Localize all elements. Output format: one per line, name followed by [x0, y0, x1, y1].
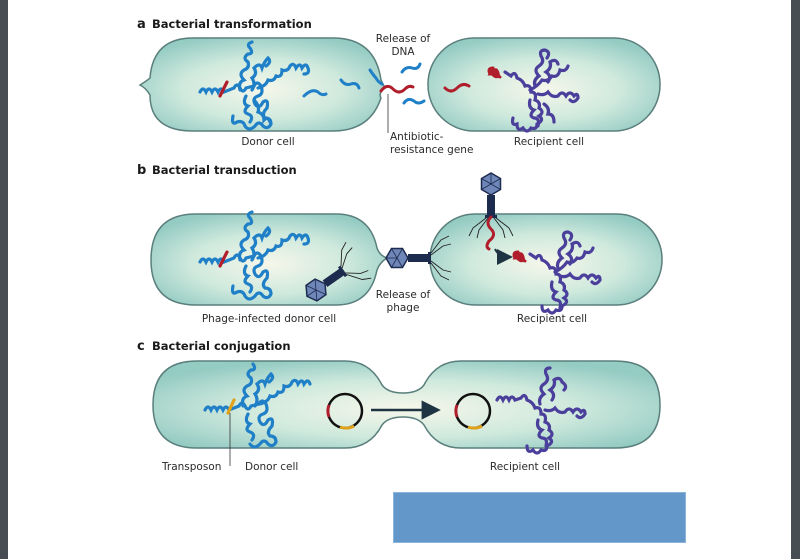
- donor-cell-label-c: Donor cell: [245, 461, 298, 473]
- recipient-cell-label-c: Recipient cell: [490, 461, 560, 473]
- donor-chromosome-b: [198, 210, 311, 301]
- antibiotic-label-line2: resistance gene: [390, 144, 473, 156]
- transposon-c: [226, 398, 236, 415]
- antibiotic-label-line1: Antibiotic-: [390, 131, 444, 143]
- integrated-gene-b: [512, 250, 527, 263]
- recipient-chromosome-a: [503, 48, 580, 133]
- panel-c: c Bacterial conjugation: [137, 339, 661, 473]
- release-dna-label-line2: DNA: [391, 46, 415, 58]
- recipient-plasmid: [454, 392, 492, 430]
- recipient-cell-label-a: Recipient cell: [514, 136, 584, 148]
- donor-plasmid: [326, 392, 364, 430]
- recipient-chromosome-b: [528, 230, 602, 315]
- released-resistance-gene-a: [379, 84, 415, 94]
- release-phage-label-line2: phage: [387, 302, 420, 314]
- integration-arrow-b: [494, 248, 513, 265]
- panel-a: a Bacterial transformation: [137, 17, 661, 156]
- recipient-cell-b: [429, 213, 663, 306]
- resistance-gene-donor-b: [218, 250, 229, 268]
- panel-a-title: Bacterial transformation: [152, 17, 312, 31]
- window-left-border: [0, 0, 8, 559]
- release-phage-label-line1: Release of: [376, 289, 431, 301]
- donor-chromosome-a: [198, 40, 311, 131]
- panel-c-title: Bacterial conjugation: [152, 339, 291, 353]
- release-dna-label-line1: Release of: [376, 33, 431, 45]
- blue-overlay-box: [393, 492, 686, 543]
- donor-cell-label-b: Phage-infected donor cell: [202, 313, 336, 325]
- panel-c-letter: c: [137, 339, 145, 354]
- recipient-cell-label-b: Recipient cell: [517, 313, 587, 325]
- incoming-gene-a: [443, 82, 471, 93]
- window-right-border: [791, 0, 800, 559]
- panel-b-letter: b: [137, 163, 146, 178]
- donor-cell-label-a: Donor cell: [241, 136, 294, 148]
- transposon-label: Transposon: [161, 461, 221, 473]
- panel-b: b Bacterial transduction Phage-infected …: [137, 163, 663, 325]
- recipient-chromosome-c: [495, 366, 587, 455]
- dna-fragments-a: [302, 62, 426, 105]
- injected-dna-b: [485, 215, 496, 251]
- panel-b-title: Bacterial transduction: [152, 163, 297, 177]
- recipient-cell-a: [427, 37, 661, 132]
- donor-chromosome-c: [203, 362, 312, 449]
- integrated-resistance-gene-a: [487, 66, 502, 79]
- resistance-gene-donor-a: [218, 80, 229, 98]
- conjugating-cells-c: [152, 360, 661, 449]
- panel-a-letter: a: [137, 17, 146, 32]
